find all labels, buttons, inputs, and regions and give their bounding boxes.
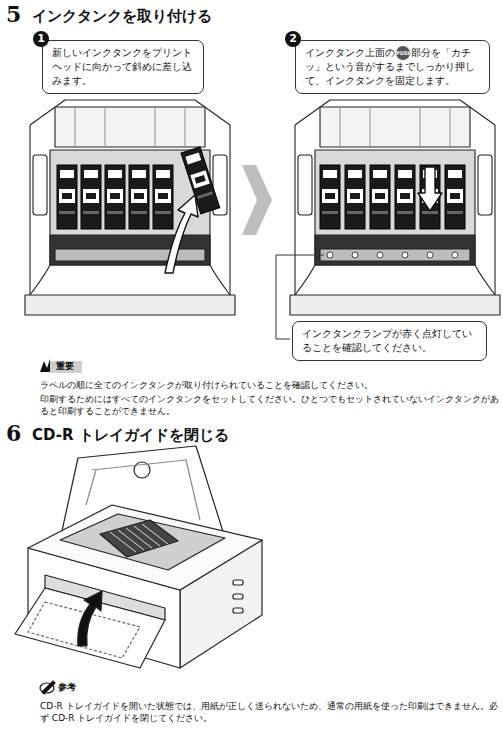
note-text: ラベルの順に全てのインクタンクが取り付けられていることを確認してください。 (40, 379, 500, 391)
important-tag: 重要 (56, 360, 74, 372)
push-icon: PUSH (396, 46, 410, 60)
step-number: 6 (6, 419, 21, 449)
step-heading: インクタンクを取り付ける (32, 6, 212, 26)
step-number: 5 (6, 0, 21, 30)
reference-tag: 参考 (58, 681, 76, 693)
step-heading: CD-R トレイガイドを閉じる (32, 425, 229, 445)
instruction-box: インクタンクランプが赤く点灯していることを確認してください。 (292, 321, 487, 361)
instruction-box: 新しいインクタンクをプリントヘッドに向かって斜めに差し込みます。 (42, 40, 204, 94)
box-text: 新しいインクタンクをプリントヘッドに向かって斜めに差し込みます。 (52, 47, 192, 86)
callout-number: 1 (33, 31, 49, 47)
box-text: インクタンクランプが赤く点灯していることを確認してください。 (302, 328, 472, 353)
callout-number: 2 (285, 31, 301, 47)
note-text: CD-R トレイガイドを開いた状態では、用紙が正しく送られないため、通常の用紙を… (40, 700, 500, 724)
note-text: 印刷するためにはすべてのインクタンクをセットしてください。ひとつでもセットされて… (40, 393, 500, 417)
box-text: インクタンク上面の (305, 47, 395, 58)
instruction-box: インクタンク上面のPUSH部分を「カチッ」という音がするまでしっかり押して、イン… (295, 40, 490, 94)
